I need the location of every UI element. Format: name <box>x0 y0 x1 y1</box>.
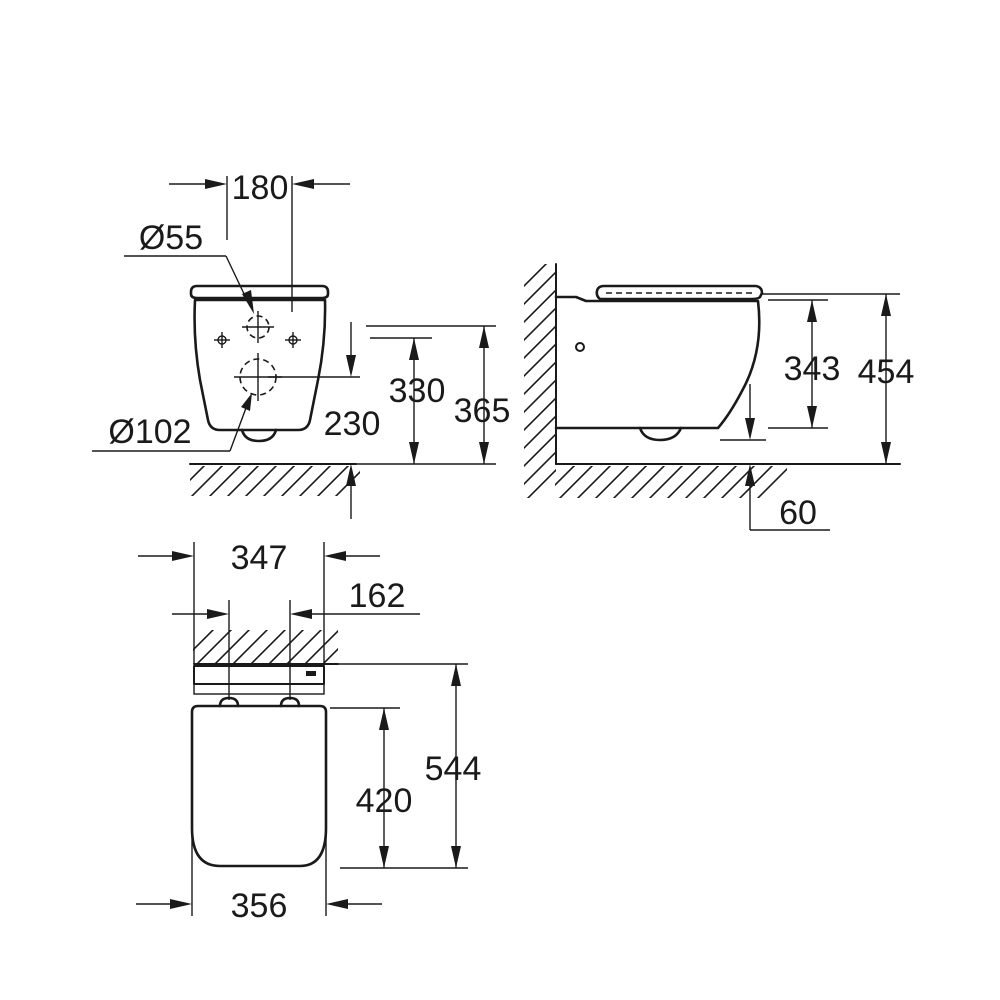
dim-365: 365 <box>356 325 511 465</box>
front-fixing-hole-right <box>285 332 301 348</box>
top-back-strip <box>193 683 325 695</box>
top-view: 347 162 544 420 <box>136 539 481 925</box>
top-wall-hatch <box>193 630 338 664</box>
dim-347: 347 <box>138 539 380 664</box>
dim-60-label: 60 <box>779 494 817 532</box>
dim-365-label: 365 <box>454 392 511 430</box>
top-back-plate <box>193 665 325 685</box>
dim-180-label: 180 <box>232 169 289 207</box>
dim-162: 162 <box>172 577 420 700</box>
front-water-inlet-hole <box>242 311 274 343</box>
dim-343-label: 343 <box>784 350 841 388</box>
dim-180: 180 <box>169 169 350 312</box>
dim-420: 420 <box>330 707 413 868</box>
side-seat-lid <box>595 284 764 301</box>
front-seat-lid <box>189 284 330 300</box>
dim-230-label: 230 <box>324 405 381 443</box>
dim-544-label: 544 <box>425 750 482 788</box>
dim-454: 454 <box>762 293 915 464</box>
front-floor-hatch <box>190 466 360 496</box>
side-floor-hatch <box>555 466 787 498</box>
side-bowl-body <box>554 295 761 430</box>
side-wall-hatch <box>524 264 556 498</box>
dim-d55: Ø55 <box>124 219 254 314</box>
front-fixing-hole-left <box>214 332 230 348</box>
front-view: 180 Ø55 Ø102 230 <box>92 169 510 519</box>
dim-162-label: 162 <box>349 577 406 615</box>
side-outlet <box>638 426 683 442</box>
dim-d55-label: Ø55 <box>139 219 203 257</box>
front-outlet <box>240 428 278 443</box>
dim-230: 230 <box>268 322 380 519</box>
side-fixing-hole <box>575 342 585 352</box>
top-seat-outline <box>190 704 328 868</box>
dim-356-label: 356 <box>231 887 288 925</box>
side-view: 343 454 60 <box>524 263 915 532</box>
dim-544: 544 <box>338 663 482 869</box>
front-bowl-body <box>193 298 327 432</box>
dim-420-label: 420 <box>356 782 413 820</box>
dim-347-label: 347 <box>231 539 288 577</box>
dim-356: 356 <box>136 832 382 925</box>
top-marker <box>306 671 316 676</box>
dim-60: 60 <box>720 384 830 532</box>
dim-d102: Ø102 <box>92 393 252 452</box>
dim-343: 343 <box>768 299 841 429</box>
dim-330-label: 330 <box>389 372 446 410</box>
dim-454-label: 454 <box>858 353 915 391</box>
dim-d102-label: Ø102 <box>108 413 191 451</box>
dim-330: 330 <box>370 337 446 464</box>
